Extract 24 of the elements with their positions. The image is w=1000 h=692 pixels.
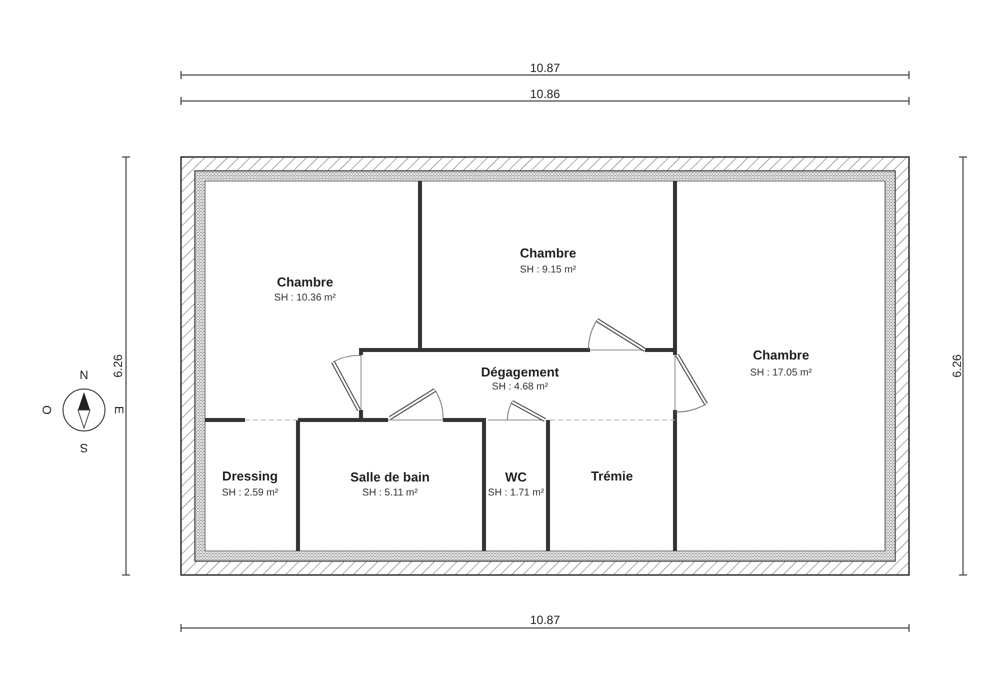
compass-letter: S <box>80 441 88 455</box>
compass-letter: E <box>112 406 126 414</box>
room-area: SH : 4.68 m² <box>492 382 548 392</box>
room-name: Chambre <box>752 348 810 362</box>
room-name: WC <box>505 470 527 484</box>
room-name: Trémie <box>591 468 633 484</box>
room-name: Salle de bain <box>350 470 430 484</box>
room-name: Chambre <box>276 274 334 290</box>
room-area: SH : 2.59 m² <box>222 488 278 498</box>
room-area: SH : 10.36 m² <box>274 292 336 304</box>
room-area: SH : 5.11 m² <box>362 488 418 498</box>
room-name: Dégagement <box>480 364 560 380</box>
dimension-label: 6.26 <box>111 354 125 378</box>
dimension-label: 6.26 <box>950 354 964 378</box>
room-name: Chambre <box>520 246 576 260</box>
dimension-label: 10.87 <box>530 613 560 627</box>
room-area: SH : 17.05 m² <box>750 368 812 378</box>
dimension-label: 10.87 <box>530 61 560 75</box>
room-area: SH : 1.71 m² <box>488 488 544 498</box>
compass-letter: O <box>40 405 54 415</box>
room-area: SH : 9.15 m² <box>520 264 576 276</box>
room-name: Dressing <box>222 468 278 484</box>
dimension-label: 10.86 <box>530 87 560 101</box>
compass-letter: N <box>80 368 88 382</box>
